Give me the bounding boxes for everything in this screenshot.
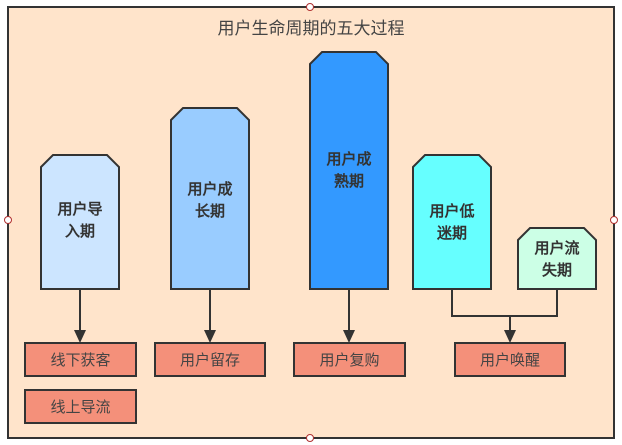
action-label: 用户复购 xyxy=(319,351,380,369)
stage-label-line: 用户低 xyxy=(429,202,475,220)
arrowhead xyxy=(204,330,216,343)
stage-label-line: 用户流 xyxy=(534,239,580,257)
resize-handle-top[interactable] xyxy=(306,3,314,11)
action-box[interactable] xyxy=(454,342,566,377)
stage-shape[interactable] xyxy=(170,107,250,290)
action-label: 线下获客 xyxy=(50,351,111,369)
arrowhead xyxy=(74,330,86,343)
action-label: 用户留存 xyxy=(179,351,240,369)
action-label: 用户唤醒 xyxy=(479,351,540,369)
stage-label-line: 失期 xyxy=(541,261,572,279)
stage-label: 用户成长期 xyxy=(175,175,245,225)
stage-label: 用户成熟期 xyxy=(314,145,384,195)
resize-handle-bottom[interactable] xyxy=(306,434,314,442)
stage-label-line: 用户成 xyxy=(187,180,233,198)
stage-label-line: 用户成 xyxy=(326,150,372,168)
action-box[interactable] xyxy=(24,342,137,377)
stage-shape[interactable] xyxy=(412,154,492,290)
stage-shape[interactable] xyxy=(309,51,389,290)
resize-handle-right[interactable] xyxy=(610,216,618,224)
stage-label-line: 长期 xyxy=(194,202,225,220)
resize-handle-left[interactable] xyxy=(4,216,12,224)
arrowhead xyxy=(343,330,355,343)
action-box[interactable] xyxy=(293,342,406,377)
stage-shape[interactable] xyxy=(517,227,597,290)
stage-shape[interactable] xyxy=(40,154,120,290)
stage-label: 用户低迷期 xyxy=(417,197,487,247)
diagram-title: 用户生命周期的五大过程 xyxy=(217,19,405,39)
stage-label-line: 熟期 xyxy=(333,172,364,190)
stage-label-line: 用户导 xyxy=(57,200,103,218)
stage-label: 用户流失期 xyxy=(522,234,592,284)
stage-label-line: 迷期 xyxy=(436,224,467,242)
stage-label-line: 入期 xyxy=(64,222,95,240)
arrowhead xyxy=(504,330,516,343)
action-box[interactable] xyxy=(24,389,137,424)
action-label: 线上导流 xyxy=(50,398,111,416)
action-box[interactable] xyxy=(154,342,266,377)
connector-4-5 xyxy=(451,289,558,317)
stage-label: 用户导入期 xyxy=(45,195,115,245)
